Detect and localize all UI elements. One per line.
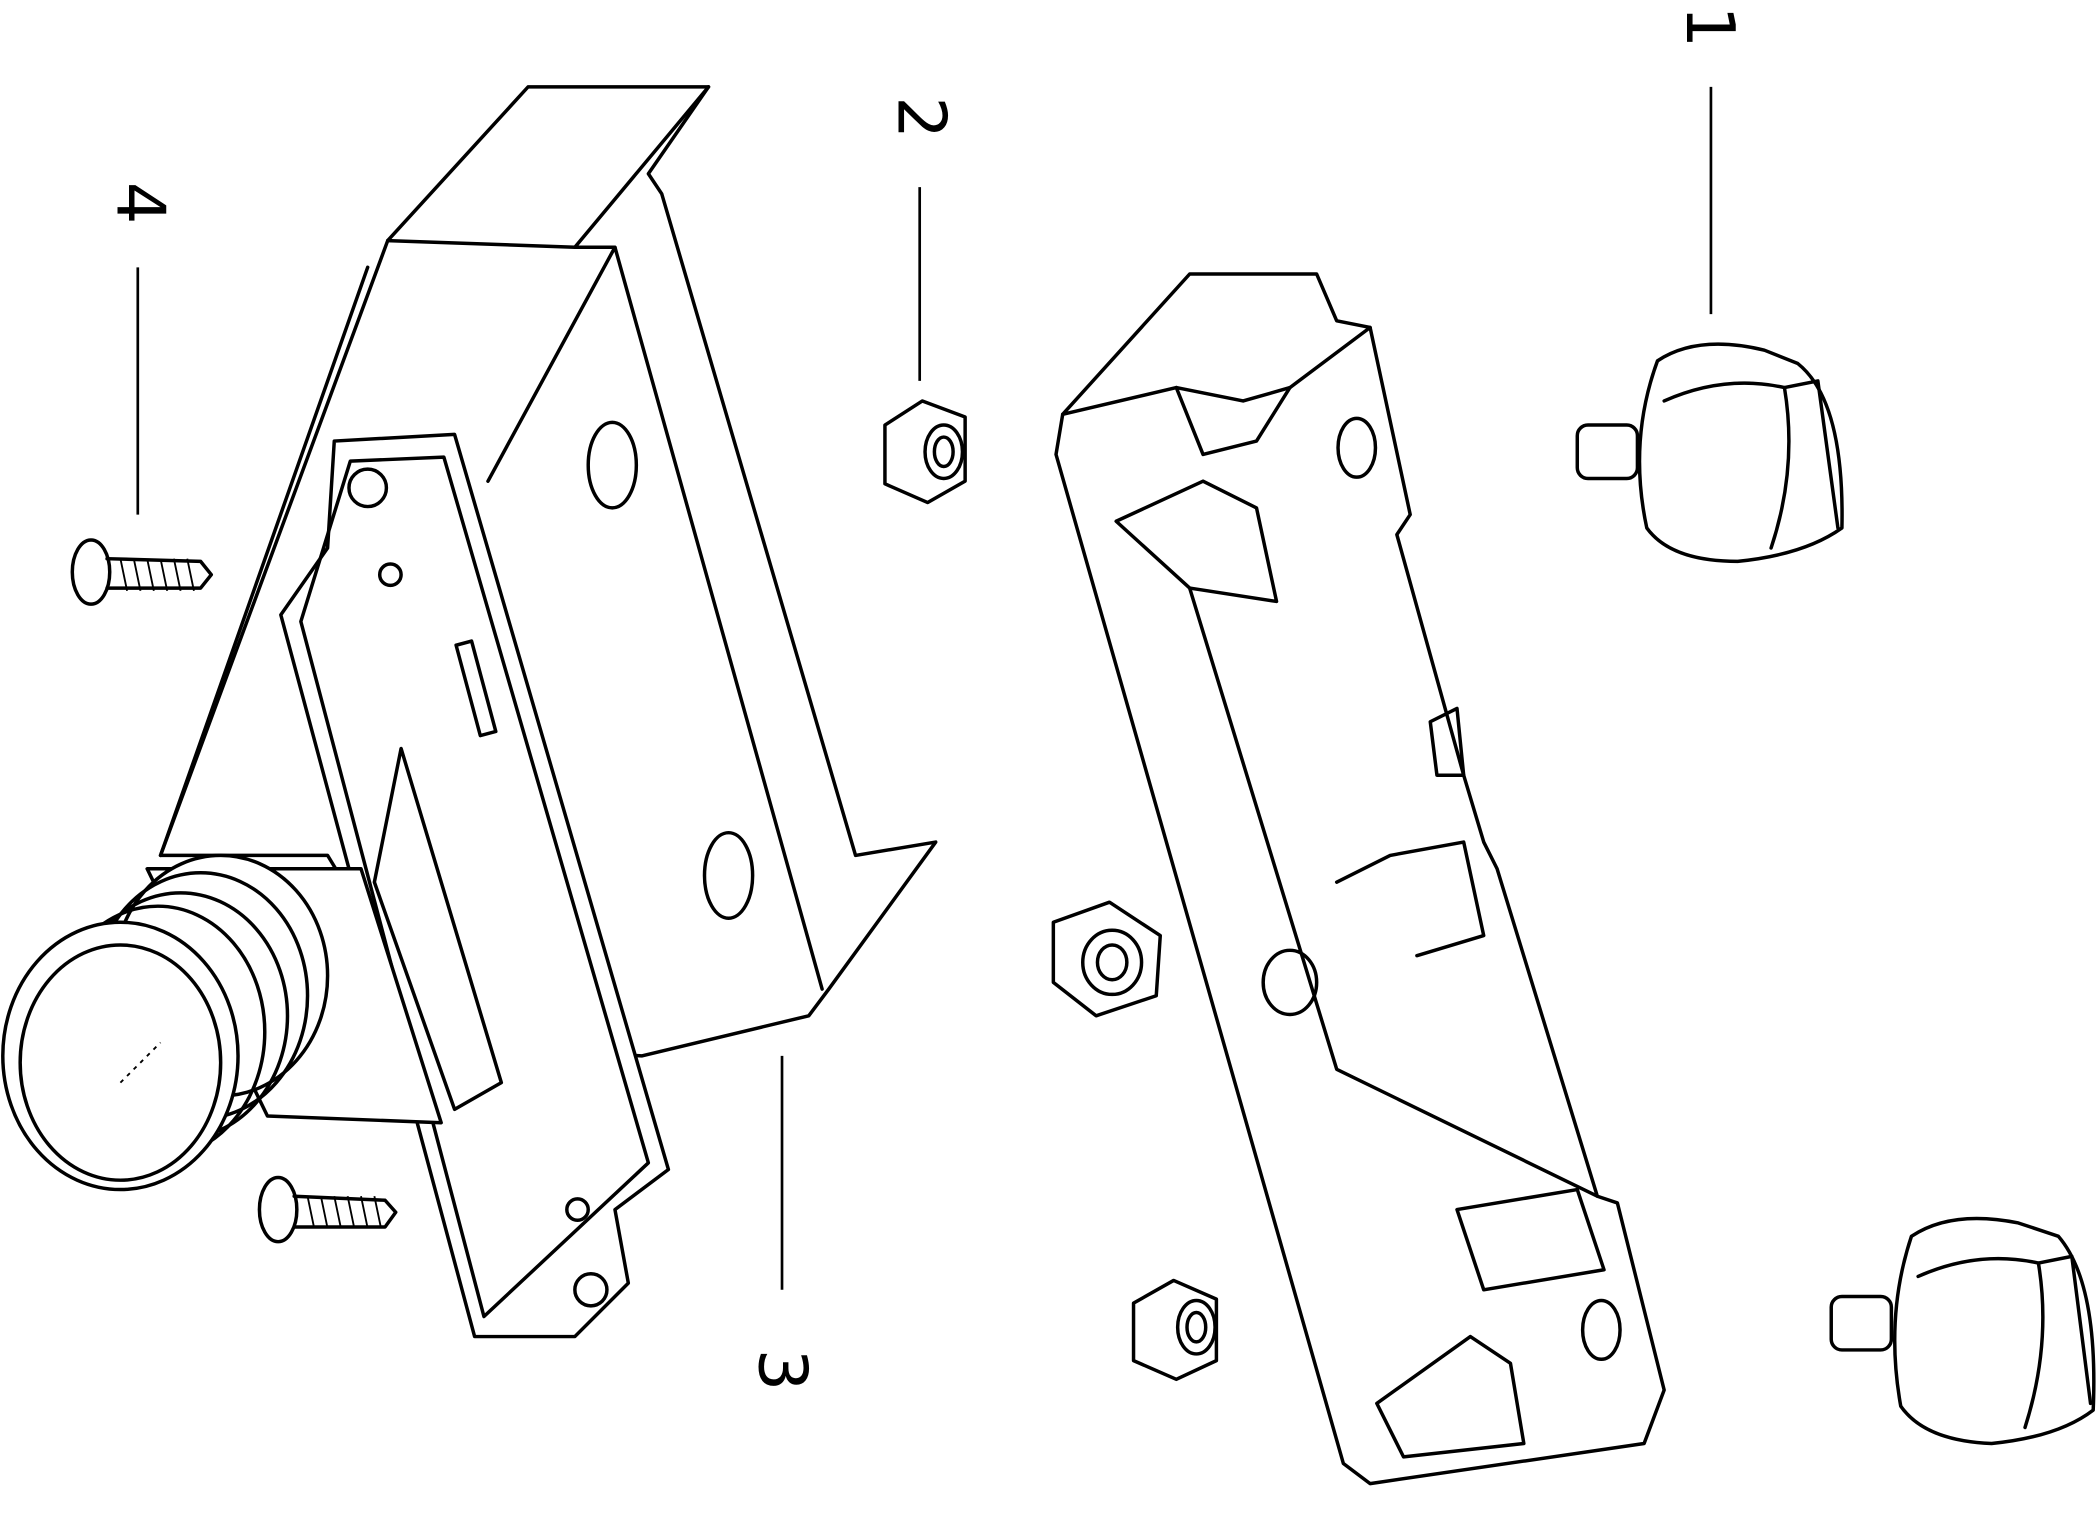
callout-label-3: 3 [743,1349,821,1392]
callout-label-1: 1 [1671,5,1749,48]
callout-3: 3 [743,1055,821,1392]
bracket-assembly-part-3 [1,85,938,1339]
callout-4: 4 [102,182,180,515]
mounting-rail-plate [1054,272,1666,1486]
screw-part-4-lower [257,1175,398,1244]
knob-part-1-lower [1829,1216,2096,1446]
callout-label-4: 4 [102,182,180,225]
nut-lower [1131,1278,1219,1382]
threaded-knob [1,853,330,1192]
screw-part-4-upper [70,538,214,606]
nut-middle [1051,900,1163,1018]
callout-2: 2 [882,96,960,381]
nut-part-2 [883,399,967,505]
callout-1: 1 [1671,5,1749,315]
callout-label-2: 2 [882,96,960,139]
knob-part-1-upper [1575,342,1844,564]
